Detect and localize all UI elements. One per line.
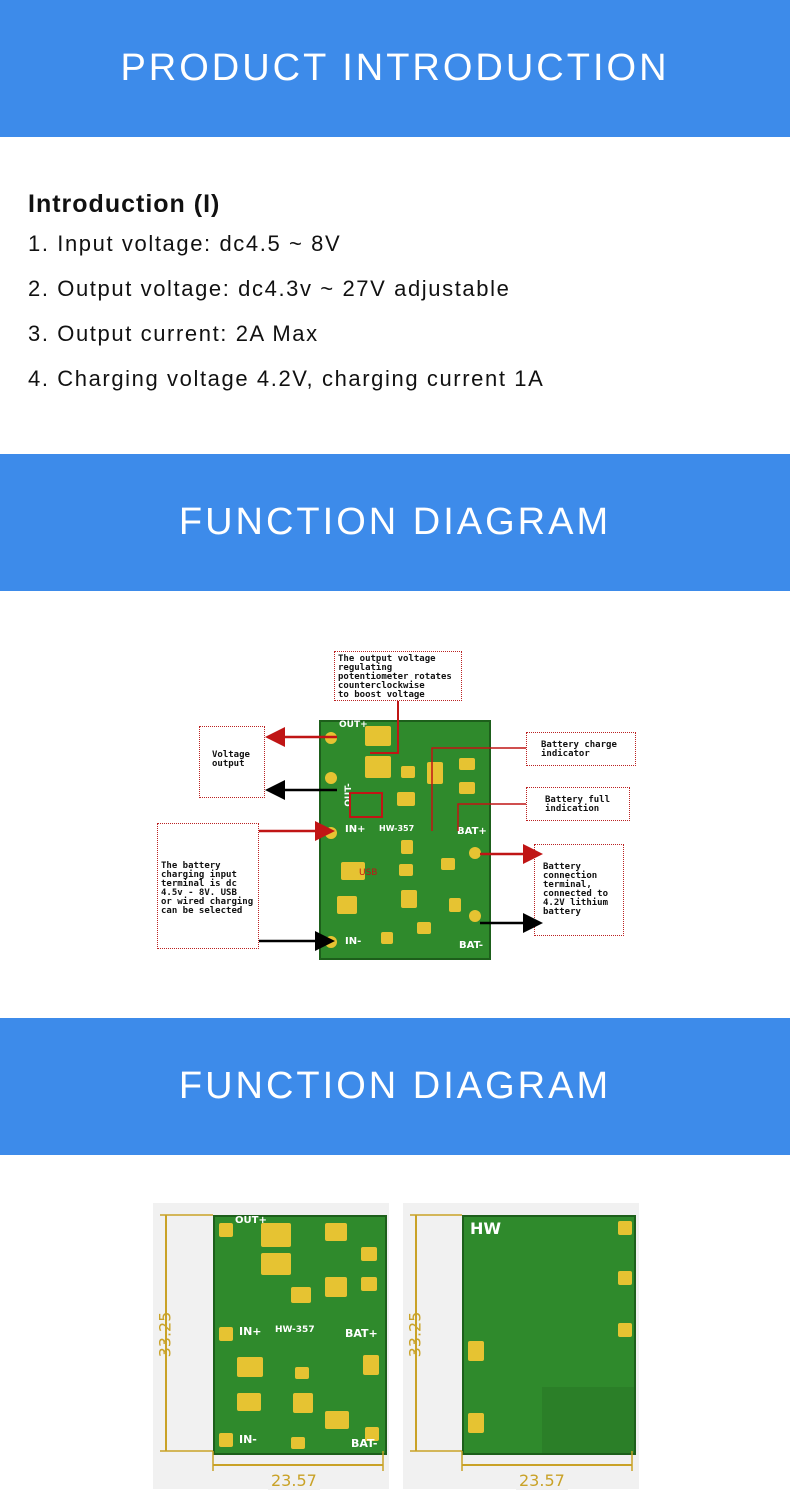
bat-plus-label: BAT+ [457,826,487,837]
banner-title: PRODUCT INTRODUCTION [120,47,670,89]
pcb-board-back: HW [462,1215,636,1455]
battery-charge-indicator-note: Battery charge indicator [526,732,636,766]
bat-minus-label: BAT- [459,940,484,951]
in-minus-label: IN- [239,1433,257,1446]
bat-minus-label: BAT- [351,1437,378,1450]
usb-label: USB [359,868,378,878]
function-diagram-banner-2: FUNCTION DIAGRAM [0,1018,790,1155]
in-plus-label: IN+ [239,1325,262,1338]
bat-plus-label: BAT+ [345,1327,378,1340]
dimension-diagrams: OUT+ IN+ HW-357 BAT+ IN- BAT- 33.25 23.5… [0,1155,790,1494]
pcb-board-front: OUT+ OUT- IN+ HW-357 BAT+ IN- BAT- USB [319,720,491,960]
back-width-label: 23.57 [516,1471,568,1490]
spec-item: 2. Output voltage: dc4.3v ~ 27V adjustab… [28,276,511,301]
spec-item: 1. Input voltage: dc4.5 ~ 8V [28,231,342,256]
introduction-heading: Introduction (I) [28,190,221,218]
banner-title: FUNCTION DIAGRAM [178,1065,612,1107]
spec-item: 4. Charging voltage 4.2V, charging curre… [28,366,545,391]
potentiometer-leader [370,701,399,754]
function-diagram-banner: FUNCTION DIAGRAM [0,454,790,591]
function-diagram: OUT+ OUT- IN+ HW-357 BAT+ IN- BAT- USB T… [0,591,790,1018]
introduction-section: Introduction (I) 1. Input voltage: dc4.5… [28,190,544,409]
full-indicator-leader [457,803,526,831]
in-plus-label: IN+ [345,824,366,835]
model-label: HW-357 [379,824,415,833]
battery-connection-note: Battery connection terminal, connected t… [534,844,624,936]
charging-input-note: The battery charging input terminal is d… [157,823,259,949]
model-label: HW-357 [275,1325,315,1335]
callout-arrows [259,701,543,951]
battery-full-indication-note: Battery full indication [526,787,630,821]
front-width-label: 23.57 [268,1471,320,1490]
voltage-output-note: Voltage output [199,726,265,798]
brand-label: HW [470,1219,502,1238]
in-minus-label: IN- [345,936,362,947]
spec-item: 3. Output current: 2A Max [28,321,319,346]
out-plus-label: OUT+ [235,1215,267,1226]
potentiometer-highlight [349,792,383,818]
pcb-board-front-dimensioned: OUT+ IN+ HW-357 BAT+ IN- BAT- [213,1215,387,1455]
front-dimension-lines [160,1214,384,1471]
potentiometer-note: The output voltage regulating potentiome… [334,651,462,701]
out-plus-label: OUT+ [339,720,368,730]
charge-indicator-leader [431,747,526,831]
back-height-label: 33.25 [405,1311,425,1358]
back-dimension-lines [410,1214,633,1471]
banner-title: FUNCTION DIAGRAM [178,501,612,543]
product-introduction-banner: PRODUCT INTRODUCTION [0,0,790,137]
